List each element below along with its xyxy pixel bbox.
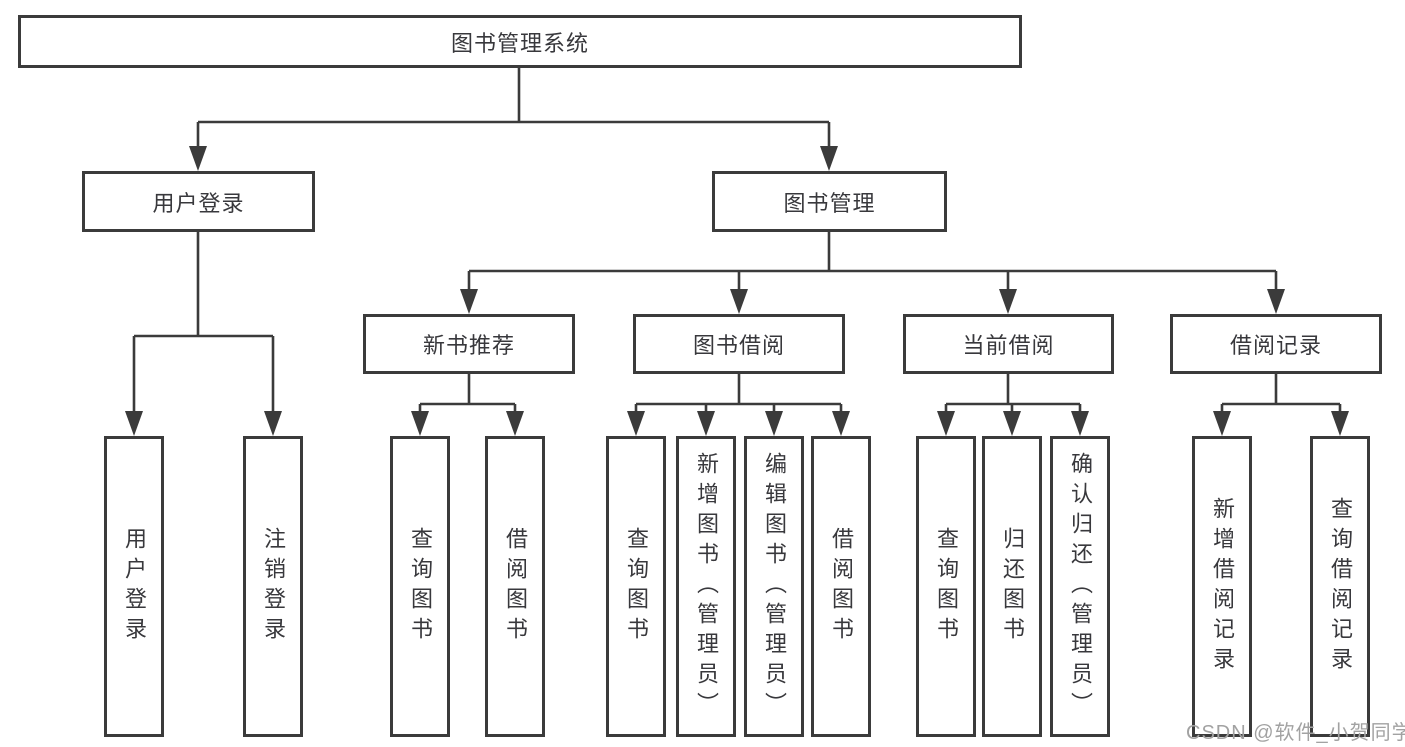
node-label: 借阅记录 <box>1229 333 1322 358</box>
edge-recommend-to-leaves <box>418 374 517 414</box>
node-label: 图书管理系统 <box>450 30 589 56</box>
edge-userlogin-to-leaves <box>132 232 275 414</box>
node-current-borrowing: 当前借阅 <box>903 314 1114 374</box>
edge-borrowing-to-leaves <box>634 374 843 414</box>
node-root-system: 图书管理系统 <box>18 15 1022 68</box>
leaf-borrow-books-borrowing: 借阅图书 <box>811 436 871 737</box>
node-label: 查询图书 <box>934 526 959 647</box>
node-label: 借阅图书 <box>829 526 854 647</box>
arrow-icon <box>820 146 838 171</box>
arrow-icon <box>460 289 478 314</box>
arrow-icon <box>1331 411 1349 436</box>
edge-current-to-leaves <box>944 374 1082 414</box>
node-label: 新增借阅记录 <box>1210 496 1235 677</box>
node-label: 编辑图书（管理员） <box>762 451 787 722</box>
arrow-icon <box>411 411 429 436</box>
leaf-logout: 注销登录 <box>243 436 303 737</box>
arrow-icon <box>1003 411 1021 436</box>
node-book-management: 图书管理 <box>712 171 947 232</box>
node-label: 归还图书 <box>1000 526 1025 647</box>
arrow-icon <box>730 289 748 314</box>
leaf-query-borrow-record: 查询借阅记录 <box>1310 436 1370 737</box>
node-new-book-recommendation: 新书推荐 <box>363 314 575 374</box>
leaf-user-login: 用户登录 <box>104 436 164 737</box>
arrow-icon <box>1213 411 1231 436</box>
arrow-icon <box>1267 289 1285 314</box>
node-label: 注销登录 <box>261 526 286 647</box>
node-label: 用户登录 <box>122 526 147 647</box>
leaf-query-books-borrowing: 查询图书 <box>606 436 666 737</box>
node-user-login-branch: 用户登录 <box>82 171 315 232</box>
leaf-borrow-books-recommend: 借阅图书 <box>485 436 545 737</box>
csdn-watermark: CSDN @软件_小贺同学 <box>1186 722 1405 744</box>
node-label: 借阅图书 <box>503 526 528 647</box>
leaf-confirm-return-admin: 确认归还（管理员） <box>1050 436 1110 737</box>
leaf-add-books-admin: 新增图书（管理员） <box>676 436 736 737</box>
node-label: 用户登录 <box>152 190 245 216</box>
node-borrowing-records: 借阅记录 <box>1170 314 1382 374</box>
node-label: 新书推荐 <box>422 333 515 358</box>
arrow-icon <box>627 411 645 436</box>
arrow-icon <box>697 411 715 436</box>
arrow-icon <box>999 289 1017 314</box>
arrow-icon <box>506 411 524 436</box>
node-label: 图书借阅 <box>692 333 785 358</box>
node-label: 确认归还（管理员） <box>1068 451 1093 722</box>
node-label: 新增图书（管理员） <box>694 451 719 722</box>
edge-bookmgmt-to-modules <box>467 232 1278 292</box>
leaf-query-books-current: 查询图书 <box>916 436 976 737</box>
node-label: 图书管理 <box>783 190 876 216</box>
node-book-borrowing: 图书借阅 <box>633 314 845 374</box>
node-label: 当前借阅 <box>962 333 1055 358</box>
edge-root-to-branches <box>196 68 831 150</box>
leaf-query-books-recommend: 查询图书 <box>390 436 450 737</box>
leaf-return-books: 归还图书 <box>982 436 1042 737</box>
leaf-add-borrow-record: 新增借阅记录 <box>1192 436 1252 737</box>
edge-records-to-leaves <box>1220 374 1342 414</box>
arrow-icon <box>189 146 207 171</box>
arrow-icon <box>937 411 955 436</box>
leaf-edit-books-admin: 编辑图书（管理员） <box>744 436 804 737</box>
arrow-icon <box>765 411 783 436</box>
node-label: 查询图书 <box>624 526 649 647</box>
arrow-icon <box>125 411 143 436</box>
node-label: 查询图书 <box>408 526 433 647</box>
arrow-icon <box>832 411 850 436</box>
node-label: 查询借阅记录 <box>1328 496 1353 677</box>
arrow-icon <box>264 411 282 436</box>
arrow-icon <box>1071 411 1089 436</box>
